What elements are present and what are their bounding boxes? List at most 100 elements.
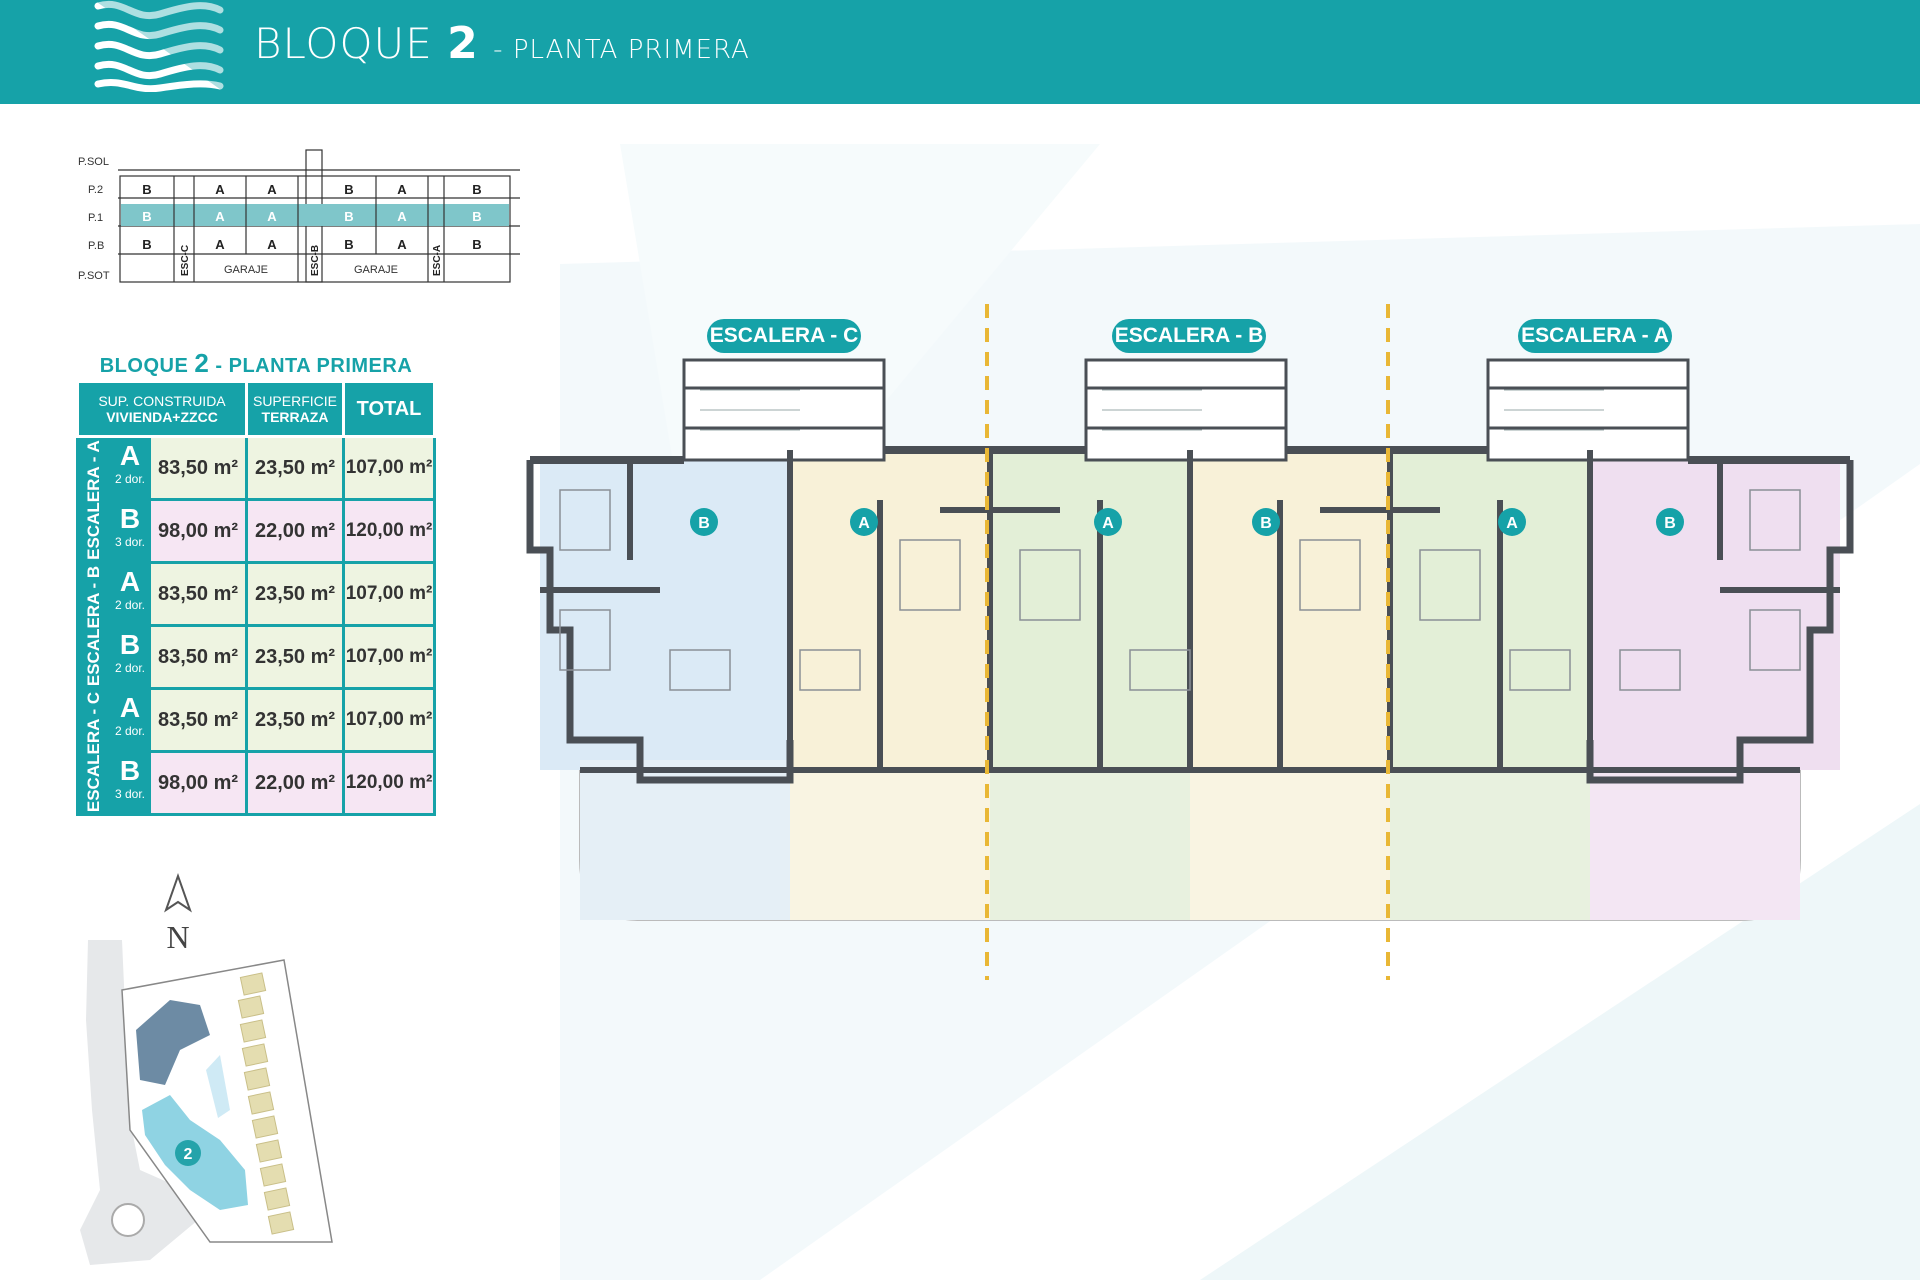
unit-a-a xyxy=(1390,450,1590,770)
brand-logo-icon xyxy=(94,0,224,92)
terrace-value: 23,50 m² xyxy=(245,687,345,753)
terrace-value: 22,00 m² xyxy=(245,498,345,564)
unit-cell: A xyxy=(267,209,277,224)
total-value: 120,00 m² xyxy=(342,750,436,816)
building-section-diagram: P.SOL P.2 P.1 P.B P.SOT B A xyxy=(70,148,530,288)
level-label: P.B xyxy=(88,240,104,252)
terrace-value: 23,50 m² xyxy=(245,561,345,627)
stair-pill-b: ESCALERA - B xyxy=(1112,319,1266,353)
furniture xyxy=(559,489,1801,691)
unit-cell: B xyxy=(142,182,151,197)
table-title: BLOQUE 2 - PLANTA PRIMERA xyxy=(76,348,436,379)
unit-cell: A xyxy=(267,182,277,197)
total-value: 107,00 m² xyxy=(342,624,436,690)
stair-label: ESC-C xyxy=(180,245,191,276)
title-subtitle: PLANTA PRIMERA xyxy=(512,35,750,65)
header-bar: BLOQUE 2 - PLANTA PRIMERA xyxy=(0,0,1920,104)
group-label: ESCALERA - A xyxy=(76,435,112,564)
group-label: ESCALERA - B xyxy=(76,561,112,690)
built-value: 83,50 m² xyxy=(148,561,248,627)
stair-divider xyxy=(985,280,1390,980)
floor-plan xyxy=(500,280,1880,990)
block-marker-label: 2 xyxy=(184,1146,193,1163)
level-label: P.SOL xyxy=(78,156,109,168)
unit-marker-icon: B xyxy=(1252,508,1280,536)
svg-text:B: B xyxy=(1260,515,1272,532)
unit-cell: B xyxy=(344,209,353,224)
neighbor-building xyxy=(136,1000,210,1085)
unit-cell: B xyxy=(472,209,481,224)
townhouse-row xyxy=(237,972,295,1235)
unit-cell: A xyxy=(267,237,277,252)
table-title-pre: BLOQUE xyxy=(99,355,195,377)
unit-cell: A xyxy=(397,209,407,224)
svg-text:B: B xyxy=(698,515,710,532)
title-number: 2 xyxy=(447,18,479,69)
stair-pill-c: ESCALERA - C xyxy=(707,319,861,353)
terrace-value: 23,50 m² xyxy=(245,435,345,501)
stair-label: ESC-A xyxy=(432,245,443,276)
table-title-post: - PLANTA PRIMERA xyxy=(209,355,413,377)
title-main: BLOQUE xyxy=(254,19,433,68)
built-value: 83,50 m² xyxy=(148,687,248,753)
stair-pill-a: ESCALERA - A xyxy=(1518,319,1672,353)
level-label: P.2 xyxy=(88,184,103,196)
stair-label: ESC-B xyxy=(310,245,321,276)
pool xyxy=(206,1055,230,1118)
unit-marker-icon: B xyxy=(1656,508,1684,536)
total-value: 107,00 m² xyxy=(342,435,436,501)
built-value: 98,00 m² xyxy=(148,498,248,564)
svg-text:A: A xyxy=(1506,515,1518,532)
unit-cell: A xyxy=(215,182,225,197)
unit-cell: B xyxy=(472,182,481,197)
page-title: BLOQUE 2 - PLANTA PRIMERA xyxy=(254,18,750,69)
built-value: 83,50 m² xyxy=(148,624,248,690)
unit-cell: B xyxy=(344,237,353,252)
unit-c-b xyxy=(540,460,790,770)
title-separator: - xyxy=(493,35,513,65)
highlighted-floor-row xyxy=(121,204,509,226)
unit-cell: A xyxy=(397,182,407,197)
unit-cell: B xyxy=(472,237,481,252)
svg-text:A: A xyxy=(1102,515,1114,532)
unit-marker-icon: A xyxy=(850,508,878,536)
total-value: 107,00 m² xyxy=(342,687,436,753)
level-label: P.SOT xyxy=(78,270,110,282)
group-label: ESCALERA - C xyxy=(76,687,112,816)
level-label: P.1 xyxy=(88,212,103,224)
table-title-number: 2 xyxy=(194,348,210,378)
north-label: N xyxy=(166,919,189,955)
built-value: 98,00 m² xyxy=(148,750,248,816)
unit-cell: B xyxy=(344,182,353,197)
unit-a-b xyxy=(1590,460,1840,770)
site-plan: N 2 xyxy=(70,870,370,1280)
svg-text:A: A xyxy=(858,515,870,532)
unit-cell: B xyxy=(142,209,151,224)
svg-text:B: B xyxy=(1664,515,1676,532)
unit-cell: A xyxy=(215,237,225,252)
total-value: 107,00 m² xyxy=(342,561,436,627)
unit-marker-icon: A xyxy=(1094,508,1122,536)
garage-label: GARAJE xyxy=(354,264,398,276)
unit-marker-icon: A xyxy=(1498,508,1526,536)
total-value: 120,00 m² xyxy=(342,498,436,564)
terrace-value: 23,50 m² xyxy=(245,624,345,690)
block-marker-icon xyxy=(175,1140,201,1166)
terrace-value: 22,00 m² xyxy=(245,750,345,816)
unit-cell: A xyxy=(215,209,225,224)
